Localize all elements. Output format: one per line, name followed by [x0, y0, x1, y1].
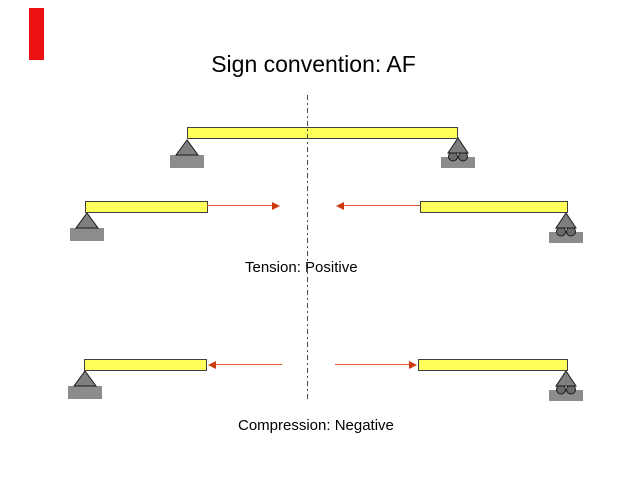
- roller-support-icon: [441, 137, 475, 168]
- support-base: [68, 386, 102, 399]
- pin-support-icon: [170, 139, 204, 168]
- tension-label: Tension: Positive: [245, 259, 358, 276]
- support-base: [549, 232, 583, 243]
- pin-triangle: [75, 212, 99, 229]
- pin-support-icon: [70, 212, 104, 241]
- pin-support-icon: [68, 370, 102, 399]
- support-base: [70, 228, 104, 241]
- roller-triangle: [555, 212, 577, 229]
- tension-arrow-left-line: [207, 205, 273, 206]
- compression-arrow-left-line: [216, 364, 282, 365]
- roller-support-icon: [549, 212, 583, 243]
- compression-arrow-right-line: [335, 364, 409, 365]
- compression-arrow-left-head: [208, 361, 216, 369]
- roller-triangle: [555, 370, 577, 387]
- support-base: [170, 155, 204, 168]
- pin-triangle: [175, 139, 199, 156]
- section-cut-centerline: [307, 95, 308, 400]
- slide-title: Sign convention: AF: [211, 51, 416, 77]
- red-accent-bar: [29, 8, 44, 60]
- compression-arrow-right-head: [409, 361, 417, 369]
- beam-tension-left: [85, 201, 208, 213]
- beam-compression-left: [84, 359, 207, 371]
- beam-uncut: [187, 127, 458, 139]
- roller-support-icon: [549, 370, 583, 401]
- beam-compression-right: [418, 359, 568, 371]
- roller-triangle: [447, 137, 469, 154]
- support-base: [549, 390, 583, 401]
- beam-tension-right: [420, 201, 568, 213]
- support-base: [441, 157, 475, 168]
- pin-triangle: [73, 370, 97, 387]
- tension-arrow-left-head: [272, 202, 280, 210]
- tension-arrow-right-head: [336, 202, 344, 210]
- compression-label: Compression: Negative: [238, 417, 394, 434]
- tension-arrow-right-line: [344, 205, 420, 206]
